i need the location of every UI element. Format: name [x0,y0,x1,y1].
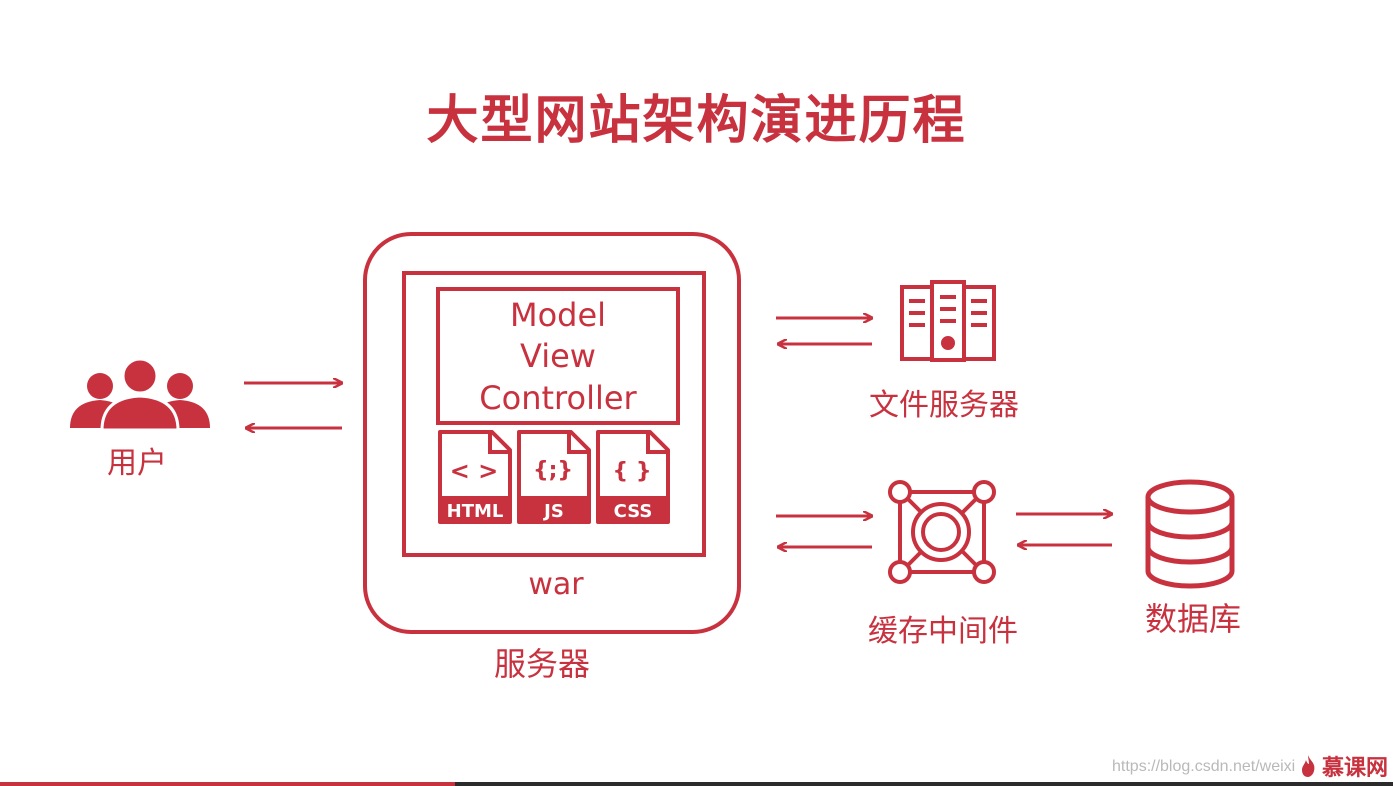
js-file-label: JS [542,501,564,522]
server-label: 服务器 [494,645,590,683]
cache-database-arrows [1016,514,1112,545]
users-icon [70,357,210,432]
file-server-label: 文件服务器 [869,388,1019,423]
css-file-label: CSS [614,501,653,522]
mvc-model-label: Model [510,296,606,334]
brand-logo: 慕课网 [1300,750,1388,782]
html-glyph: < > [450,457,499,485]
war-box [402,271,706,557]
server-cache-arrows [776,516,872,547]
server-fileserver-arrows [776,318,872,344]
mvc-controller-label: Controller [479,379,637,417]
mvc-box [436,287,680,425]
brand-name: 慕课网 [1322,756,1389,781]
js-file-icon: {;} JS [517,430,591,524]
mvc-view-label: View [520,337,596,375]
cache-label: 缓存中间件 [868,614,1018,649]
css-file-icon: { } CSS [596,430,670,524]
flame-icon [1302,755,1315,777]
video-progress-bar[interactable] [0,782,1393,786]
html-file-icon: < > HTML [438,430,512,524]
js-glyph: {;} [533,458,573,483]
war-label: war [528,567,584,602]
html-file-label: HTML [447,501,504,522]
user-label: 用户 [107,446,167,481]
file-server-icon [900,280,996,362]
user-server-arrows [244,383,342,428]
server-box [363,232,741,634]
page-title: 大型网站架构演进历程 [426,91,967,151]
css-glyph: { } [613,459,652,484]
database-label: 数据库 [1145,600,1241,638]
cache-network-icon [888,480,996,584]
database-icon [1145,479,1235,589]
watermark-url: https://blog.csdn.net/weixi [1112,758,1296,775]
video-progress-fill [0,782,455,786]
